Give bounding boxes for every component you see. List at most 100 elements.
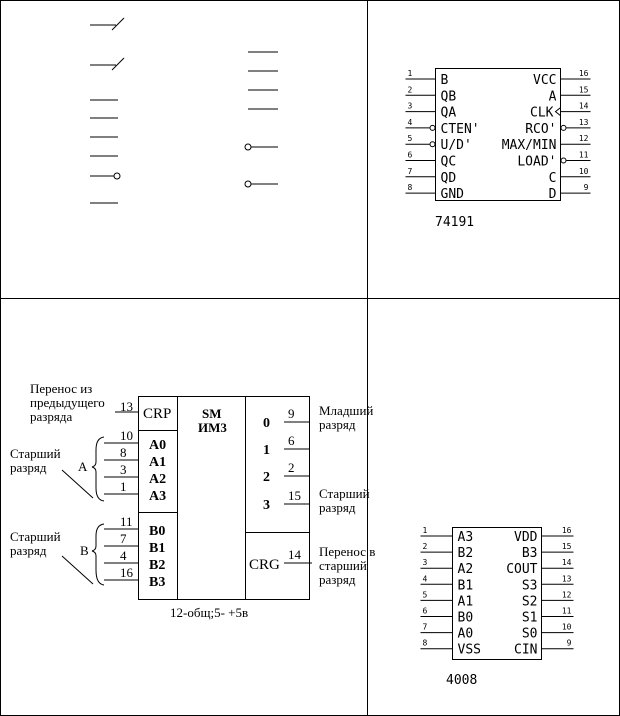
pin-number: 14: [562, 558, 572, 567]
crg-pin-number: 14: [288, 547, 302, 562]
pin-label: QA: [441, 106, 457, 121]
adder-body: [138, 396, 310, 600]
pin-number: 3: [423, 558, 428, 567]
carry-out-text-1: Перенос в: [319, 544, 375, 559]
pin-label: MAX/MIN: [502, 138, 557, 153]
group-a-arrow: [61, 469, 94, 499]
pin-label: VCC: [533, 73, 556, 88]
pin-number: 5: [423, 590, 428, 599]
carry-in-text-1: Перенос из: [30, 381, 92, 396]
inversion-bubble: [429, 141, 436, 148]
high-bit-text-2: разряд: [319, 500, 356, 515]
pin-label: B0: [458, 611, 474, 626]
input-pin-label: B0: [149, 524, 165, 539]
pin-number: 2: [423, 542, 428, 551]
input-pin-number: 3: [120, 462, 127, 477]
inversion-bubble: [560, 124, 567, 131]
output-pin-label: 3: [263, 498, 270, 513]
pin-label: CLK: [530, 106, 554, 121]
pin-label: CTEN': [441, 122, 480, 137]
pin-number: 13: [579, 118, 589, 127]
input-pin-number: 7: [120, 531, 127, 546]
pin-label: A1: [458, 594, 474, 609]
pin-number: 1: [423, 526, 428, 535]
pin-label: A0: [458, 627, 474, 642]
input-pin-number: 4: [120, 548, 127, 563]
carry-out-text-2: старший: [319, 558, 367, 573]
pin-number: 7: [408, 167, 413, 176]
adder-title-sm: SM: [202, 406, 222, 421]
output-pin-number: 2: [288, 460, 295, 475]
pin-label: B: [441, 73, 449, 88]
pin-number: 8: [423, 639, 428, 648]
output-pin-number: 15: [288, 488, 301, 503]
pin-number: 13: [562, 574, 572, 583]
pin-number: 6: [408, 151, 413, 160]
group-b-bracket: [91, 523, 105, 586]
pin-number: 2: [408, 85, 413, 94]
low-bit-text-2: разряд: [319, 417, 356, 432]
pin-label: A3: [458, 530, 474, 545]
pin-label: S3: [522, 578, 538, 593]
pin-number: 12: [562, 590, 572, 599]
input-pin-label: B3: [149, 575, 165, 590]
pin-number: 4: [408, 118, 413, 127]
power-note: 12-общ;5- +5в: [170, 605, 248, 620]
pin-label: D: [549, 187, 557, 202]
inversion-bubble: [244, 143, 252, 151]
output-pin-number: 6: [288, 433, 295, 448]
pin-label: B2: [458, 546, 474, 561]
inversion-bubble: [560, 157, 567, 164]
input-pin-number: 1: [120, 479, 127, 494]
pin-label: RCO': [525, 122, 556, 137]
pin-label: GND: [441, 187, 465, 202]
pin-label: C: [549, 171, 557, 186]
pin-label: QC: [441, 155, 457, 170]
pin-label: LOAD': [517, 155, 556, 170]
pin-number: 1: [408, 69, 413, 78]
group-b-arrow: [61, 555, 94, 585]
crp-label: CRP: [143, 406, 171, 422]
adder-title-im3: ИМ3: [198, 420, 227, 435]
pin-label: B1: [458, 578, 474, 593]
chip-74191-name: 74191: [435, 215, 474, 230]
pin-number: 4: [423, 574, 428, 583]
pin-number: 15: [562, 542, 572, 551]
clock-marker: [554, 107, 561, 116]
pin-label: B3: [522, 546, 538, 561]
pin-label: S2: [522, 594, 538, 609]
group-b-text-1: Старший: [10, 529, 61, 544]
pin-number: 15: [579, 85, 589, 94]
group-a-text-2: разряд: [10, 460, 47, 475]
group-a-text-1: Старший: [10, 446, 61, 461]
output-pin-label: 1: [263, 443, 270, 458]
input-pin-number: 8: [120, 445, 127, 460]
input-pin-label: A1: [149, 455, 166, 470]
pin-number: 11: [562, 607, 572, 616]
pin-stub-slash: [111, 17, 125, 31]
pin-number: 7: [423, 623, 428, 632]
pin-number: 8: [408, 183, 413, 192]
pin-number: 10: [579, 167, 589, 176]
pin-number: 14: [579, 102, 589, 111]
pin-number: 6: [423, 607, 428, 616]
group-a-bracket: [91, 436, 105, 502]
pin-number: 9: [584, 183, 589, 192]
pin-label: VDD: [514, 530, 538, 545]
pin-stubs-group: [90, 17, 278, 204]
pin-number: 16: [562, 526, 572, 535]
crg-label: CRG: [249, 557, 280, 573]
pin-number: 10: [562, 623, 572, 632]
pin-number: 12: [579, 134, 589, 143]
pin-label: CIN: [514, 643, 537, 658]
chip-4008-name: 4008: [446, 673, 477, 688]
high-bit-text-1: Старший: [319, 486, 370, 501]
input-pin-label: B2: [149, 558, 165, 573]
group-a-letter: A: [78, 459, 88, 474]
pin-label: A2: [458, 562, 474, 577]
pin-stub-slash: [111, 57, 125, 71]
